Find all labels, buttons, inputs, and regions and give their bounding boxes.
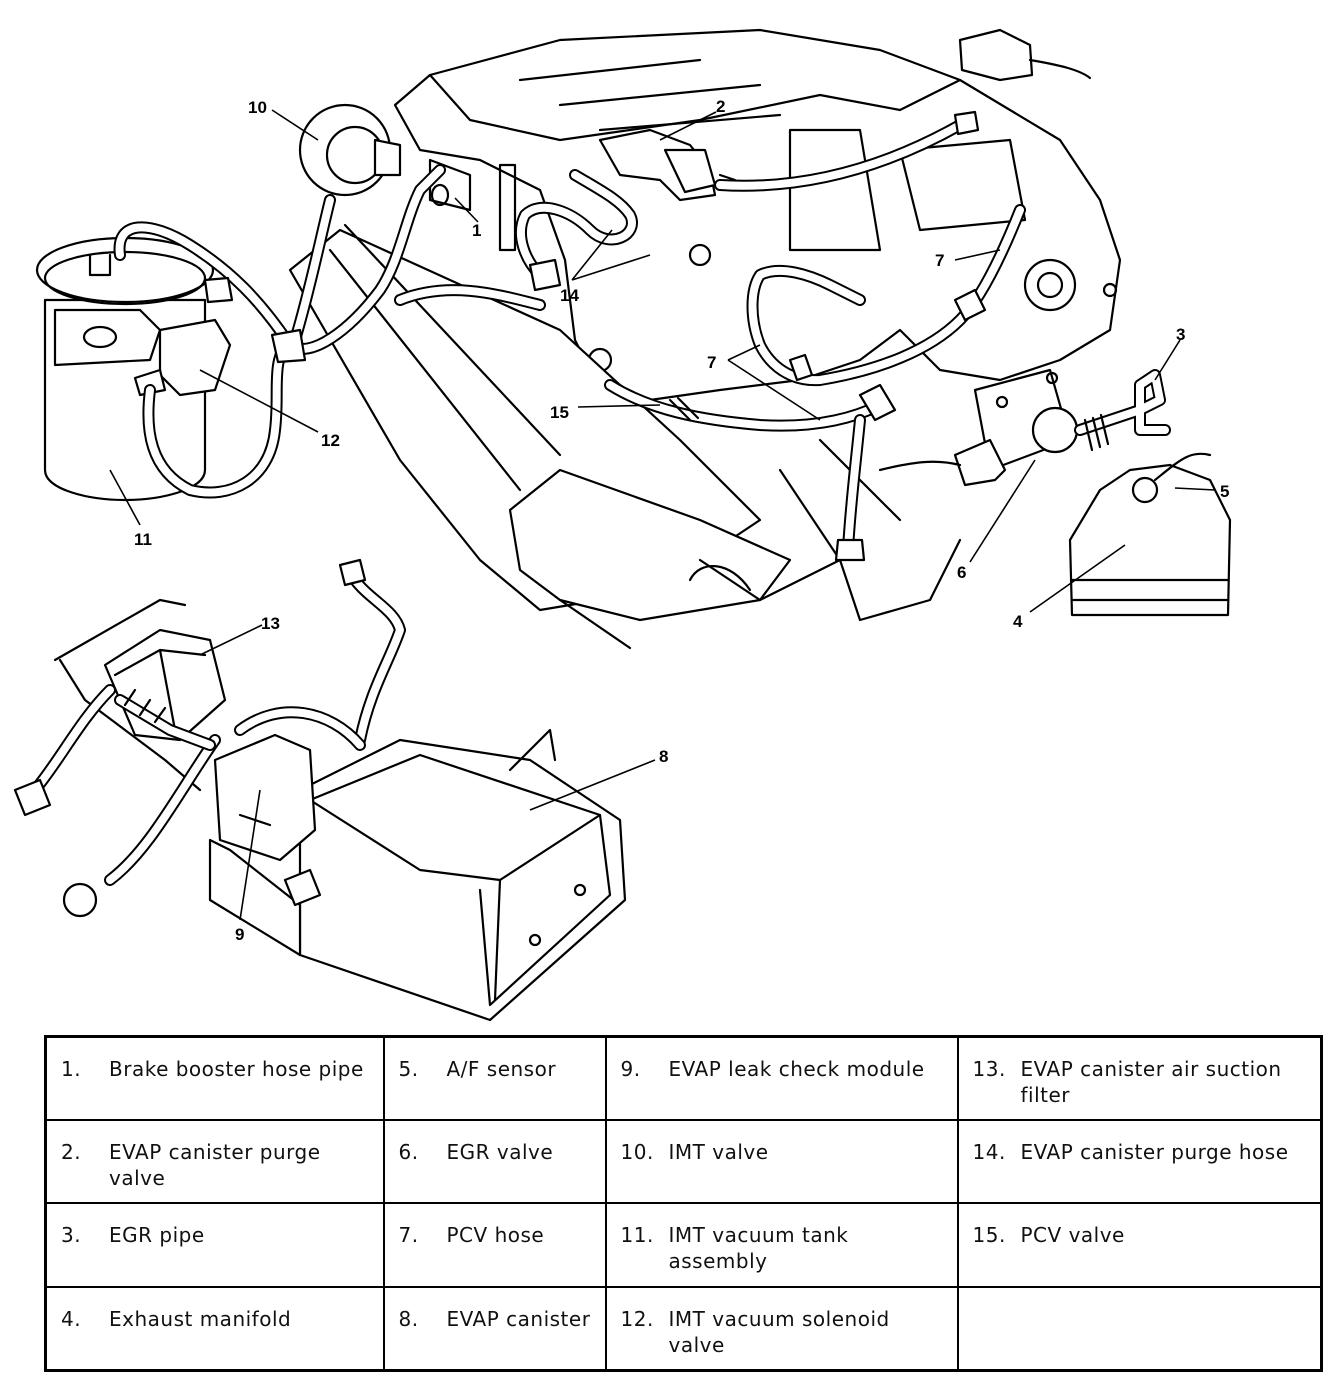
item-label: PCV hose	[446, 1223, 545, 1248]
af-sensor	[1131, 452, 1212, 504]
item-label: IMT valve	[668, 1140, 769, 1165]
item-label: EVAP canister	[446, 1306, 591, 1331]
callout-7b: 7	[707, 353, 716, 372]
legend-cell: 4. Exhaust manifold	[44, 1285, 385, 1372]
legend-row: 1. Brake booster hose pipe 5. A/F sensor 9…	[44, 1035, 1323, 1122]
vacuum-hoses	[113, 164, 446, 499]
item-label: EGR valve	[446, 1140, 554, 1165]
evap-canister-purge-hose	[515, 110, 980, 292]
legend-cell-empty	[956, 1285, 1323, 1372]
callout-6: 6	[957, 563, 966, 582]
item-number: 2.	[61, 1140, 82, 1165]
inset-hoses	[13, 558, 406, 918]
callout-15: 15	[550, 403, 569, 422]
callout-11: 11	[134, 530, 152, 549]
legend-cell: 9. EVAP leak check module	[604, 1035, 959, 1122]
callout-13: 13	[261, 614, 280, 633]
item-label: EVAP canister purge hose	[1020, 1140, 1289, 1165]
legend-row: 2.EVAP canister purge valve 6.EGR valve …	[44, 1119, 1323, 1205]
callout-1: 1	[472, 221, 481, 240]
sensor-connector	[958, 28, 1092, 82]
callout-3: 3	[1176, 325, 1185, 344]
item-label: Exhaust manifold	[109, 1306, 292, 1331]
pcv-hose	[746, 204, 1026, 387]
legend-cell: 15. PCV valve	[956, 1202, 1323, 1288]
item-number: 9.	[620, 1057, 641, 1081]
item-label: A/F sensor	[446, 1057, 557, 1081]
item-number: 4.	[61, 1306, 82, 1331]
egr-pipe	[1074, 369, 1171, 452]
legend-cell: 10. IMT valve	[604, 1119, 959, 1205]
exhaust-manifold	[1068, 463, 1232, 617]
item-label: PCV valve	[1020, 1223, 1125, 1248]
item-label: IMT vacuum solenoid valve	[668, 1306, 890, 1357]
item-number: 5.	[398, 1057, 419, 1081]
item-number: 15.	[972, 1223, 1006, 1248]
evap-leak-check-module	[208, 733, 322, 957]
item-number: 8.	[398, 1306, 419, 1331]
legend-cell: 5. A/F sensor	[382, 1035, 607, 1122]
callout-12: 12	[321, 431, 340, 450]
legend-cell: 11. IMT vacuum tank assembly	[604, 1202, 959, 1288]
legend-cell: 12. IMT vacuum solenoid valve	[604, 1285, 959, 1372]
legend-cell: 3. EGR pipe	[44, 1202, 385, 1288]
callout-5: 5	[1220, 482, 1229, 501]
item-label: IMT vacuum tank assembly	[668, 1223, 849, 1274]
item-number: 6.	[398, 1140, 419, 1165]
item-number: 14.	[972, 1140, 1006, 1165]
legend-row: 4. Exhaust manifold 8. EVAP canister 12. IM…	[44, 1285, 1323, 1372]
callout-7a: 7	[935, 251, 944, 270]
intake-manifold	[393, 28, 1122, 402]
legend-cell: 7. PCV hose	[382, 1202, 607, 1288]
item-number: 12.	[620, 1306, 654, 1331]
legend-cell: 6. EGR valve	[382, 1119, 607, 1205]
parts-legend-table: 1. Brake booster hose pipe 5. A/F sensor 9…	[44, 1035, 1323, 1372]
egr-valve	[878, 368, 1079, 487]
item-label: EVAP leak check module	[668, 1057, 925, 1081]
legend-cell: 14. EVAP canister purge hose	[956, 1119, 1323, 1205]
item-number: 11.	[620, 1223, 654, 1248]
item-number: 13.	[972, 1057, 1006, 1081]
item-number: 1.	[61, 1057, 82, 1081]
callout-9: 9	[235, 925, 244, 944]
item-label: EVAP canister purge valve	[109, 1140, 321, 1191]
callout-14: 14	[560, 286, 579, 305]
legend-row: 3. EGR pipe 7. PCV hose 11. IMT vacuum tank…	[44, 1202, 1323, 1288]
item-label: EGR pipe	[109, 1223, 205, 1248]
legend-cell: 8. EVAP canister	[382, 1285, 607, 1372]
pcv-valve	[604, 379, 897, 562]
callout-8: 8	[659, 747, 668, 766]
legend-cell: 2. EVAP canister purge valve	[44, 1119, 385, 1205]
imt-valve	[298, 103, 402, 197]
engine-evap-diagram: 10 2 3 4 5 6 7 7 8 9 1 12 11 13 14 15	[13, 28, 1232, 1022]
item-number: 7.	[398, 1223, 419, 1248]
item-number: 3.	[61, 1223, 82, 1248]
item-label: Brake booster hose pipe	[109, 1057, 364, 1081]
callout-10: 10	[248, 98, 267, 117]
item-number: 10.	[620, 1140, 654, 1165]
legend-cell: 13. EVAP canister air suction filter	[956, 1035, 1323, 1122]
callout-numbers: 10 2 3 4 5 6 7 7 8 9 1 12 11 13 14 15	[134, 97, 1229, 944]
evap-canister	[298, 728, 627, 1022]
callout-2: 2	[716, 97, 725, 116]
legend-cell: 1. Brake booster hose pipe	[44, 1035, 385, 1122]
item-label: EVAP canister air suction filter	[1020, 1057, 1282, 1107]
callout-4: 4	[1013, 612, 1023, 631]
leader-lines	[109, 109, 1216, 921]
